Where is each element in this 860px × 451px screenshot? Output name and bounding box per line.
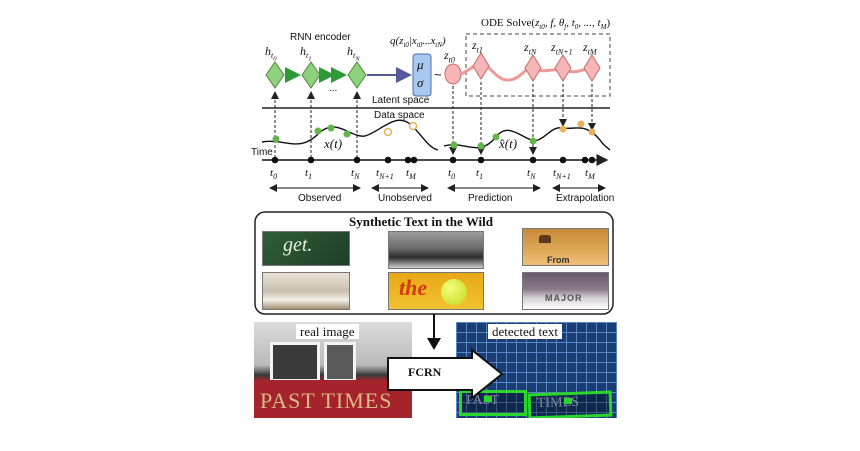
latent-zm-label: ztM xyxy=(583,41,597,56)
unobs-point xyxy=(385,129,392,136)
tick-t0-left: t0 xyxy=(270,168,277,181)
latent-diamond-1 xyxy=(473,53,489,79)
synthetic-title: Synthetic Text in the Wild xyxy=(349,215,493,228)
thumbnail-text-major: MAJOR xyxy=(545,293,583,303)
real-image-label: real image xyxy=(296,324,359,339)
latent-z1-label: zt1 xyxy=(472,39,483,54)
extrap-point xyxy=(578,121,585,128)
hidden-diamond-1 xyxy=(302,62,320,88)
detect-box-times: TIMES xyxy=(528,391,613,418)
obs-point xyxy=(315,128,322,135)
tilde: ~ xyxy=(434,68,442,81)
building-window xyxy=(270,342,320,382)
tennis-ball xyxy=(441,279,467,305)
observation-links xyxy=(275,82,592,158)
thumbnail-bedroom-dark xyxy=(388,231,484,269)
sigma-label: σ xyxy=(417,76,423,89)
tick-tn-right: tN xyxy=(527,168,535,181)
encoder-hidden-states xyxy=(266,62,366,88)
thumbnail-bedroom-light xyxy=(262,272,350,310)
posterior-label: q(zt0|xt0...xtN) xyxy=(390,36,446,49)
detect-center-mark xyxy=(564,398,572,404)
tick-tn-left: tN xyxy=(351,168,359,181)
data-space-label: Data space xyxy=(374,111,425,121)
tick-t0-right: t0 xyxy=(448,168,455,181)
mu-label: μ xyxy=(417,58,424,71)
tick-tn1-right: tN+1 xyxy=(553,168,571,181)
x-of-t-label: x(t) xyxy=(324,137,342,150)
detected-word-times: TIMES xyxy=(537,395,580,412)
thumbnail-text-from: From xyxy=(547,256,570,265)
thumbnail-text-the: the xyxy=(399,275,427,301)
latent-diamond-n1 xyxy=(555,55,571,81)
z0-node xyxy=(445,64,461,84)
sign-text: PAST TIMES xyxy=(260,388,392,414)
fcrn-label: FCRN xyxy=(408,366,441,378)
tick-t1-left: t1 xyxy=(305,168,312,181)
ode-solve-label: ODE Solve(zt0, f, θf, t0, ..., tM) xyxy=(481,18,610,31)
time-label: Time xyxy=(251,148,273,158)
unobs-point xyxy=(410,123,417,130)
latent-zn1-label: ztN+1 xyxy=(551,41,573,56)
z0-label: zt0 xyxy=(444,49,455,64)
ellipsis: ... xyxy=(329,84,337,94)
tick-tm-right: tM xyxy=(585,168,595,181)
hidden-diamond-n xyxy=(348,62,366,88)
thumbnail-tennis: the xyxy=(388,272,484,310)
obs-point xyxy=(328,125,335,132)
extrap-point xyxy=(560,126,567,133)
latent-space-label: Latent space xyxy=(372,96,429,106)
thumbnail-text-get: get. xyxy=(283,234,312,257)
hidden-diamond-0 xyxy=(266,62,284,88)
xhat-of-t-label: x̂(t) xyxy=(499,137,517,150)
detected-text-label: detected text xyxy=(488,324,562,339)
tick-t1-right: t1 xyxy=(476,168,483,181)
camel-shape xyxy=(539,235,551,243)
thumbnail-chalkboard: get. xyxy=(262,231,350,266)
hidden-label-n: htN xyxy=(347,45,360,64)
tick-tm-left: tM xyxy=(406,168,416,181)
observed-label: Observed xyxy=(298,194,341,204)
extrapolation-label: Extrapolation xyxy=(556,194,614,204)
hidden-label-1: ht1 xyxy=(300,45,312,64)
obs-point xyxy=(344,131,351,138)
rnn-encoder-label: RNN encoder xyxy=(290,33,351,43)
building-window xyxy=(324,342,356,382)
latent-zn-label: ztN xyxy=(524,41,536,56)
latent-states xyxy=(473,53,600,81)
pred-point xyxy=(478,143,485,150)
pred-point xyxy=(530,138,537,145)
tick-tn1-left: tN+1 xyxy=(376,168,394,181)
hidden-label-0: ht0 xyxy=(265,45,277,64)
latent-diamond-m xyxy=(584,55,600,81)
prediction-label: Prediction xyxy=(468,194,512,204)
obs-point xyxy=(273,136,280,143)
predicted-curve xyxy=(444,128,610,150)
pred-point xyxy=(451,142,458,149)
extrap-point xyxy=(589,129,596,136)
thumbnail-bedroom-mauve: MAJOR xyxy=(522,272,609,310)
unobserved-label: Unobserved xyxy=(378,194,432,204)
fcrn-arrow xyxy=(386,348,506,400)
latent-diamond-n xyxy=(525,55,541,81)
